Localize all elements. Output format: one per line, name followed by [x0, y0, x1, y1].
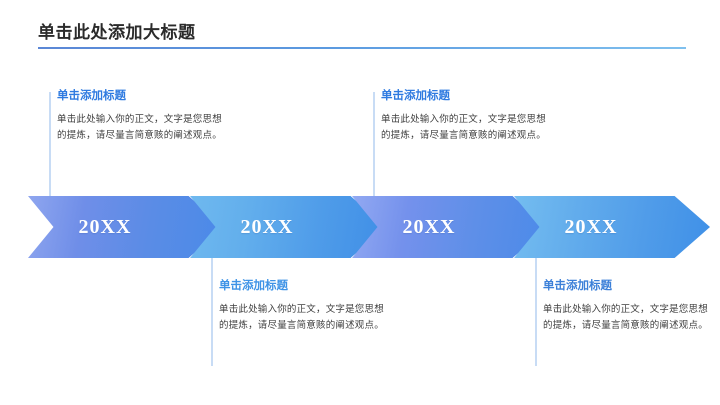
title-underline-rule	[38, 47, 686, 49]
text-block-step-2: 单击添加标题 单击此处输入你的正文，文字是您思想的提炼，请尽量言简意赅的阐述观点…	[219, 278, 391, 334]
text-block-step-1: 单击添加标题 单击此处输入你的正文，文字是您思想的提炼，请尽量言简意赅的阐述观点…	[57, 88, 229, 144]
connector-line-step-1	[49, 92, 51, 204]
arrow-label-step-3: 20XX	[402, 215, 456, 238]
connector-line-step-2	[211, 252, 213, 366]
connector-line-step-3	[373, 92, 375, 204]
text-block-body-step-1[interactable]: 单击此处输入你的正文，文字是您思想的提炼，请尽量言简意赅的阐述观点。	[57, 114, 222, 141]
text-block-heading-step-2[interactable]: 单击添加标题	[219, 280, 288, 292]
slide-header: 单击此处添加大标题	[38, 22, 686, 49]
arrow-label-step-1: 20XX	[78, 215, 132, 238]
connector-line-step-4	[535, 252, 537, 366]
arrow-chevron-step-2[interactable]: 20XX	[190, 196, 386, 258]
page-title[interactable]: 单击此处添加大标题	[38, 23, 196, 42]
arrow-label-step-4: 20XX	[564, 215, 618, 238]
text-block-step-4: 单击添加标题 单击此处输入你的正文，文字是您思想的提炼，请尽量言简意赅的阐述观点…	[543, 278, 715, 334]
arrow-chevron-step-1[interactable]: 20XX	[28, 196, 224, 258]
timeline-arrow-band: 20XX 20XX 20XX 20XX	[0, 196, 720, 258]
text-block-heading-step-1[interactable]: 单击添加标题	[57, 90, 126, 102]
arrow-chevron-step-3[interactable]: 20XX	[352, 196, 548, 258]
text-block-step-3: 单击添加标题 单击此处输入你的正文，文字是您思想的提炼，请尽量言简意赅的阐述观点…	[381, 88, 553, 144]
text-block-heading-step-4[interactable]: 单击添加标题	[543, 280, 612, 292]
text-block-body-step-2[interactable]: 单击此处输入你的正文，文字是您思想的提炼，请尽量言简意赅的阐述观点。	[219, 304, 384, 331]
text-block-body-step-4[interactable]: 单击此处输入你的正文，文字是您思想的提炼，请尽量言简意赅的阐述观点。	[543, 304, 708, 331]
text-block-body-step-3[interactable]: 单击此处输入你的正文，文字是您思想的提炼，请尽量言简意赅的阐述观点。	[381, 114, 546, 141]
text-block-heading-step-3[interactable]: 单击添加标题	[381, 90, 450, 102]
arrow-chevron-step-4[interactable]: 20XX	[514, 196, 710, 258]
arrow-label-step-2: 20XX	[240, 215, 294, 238]
